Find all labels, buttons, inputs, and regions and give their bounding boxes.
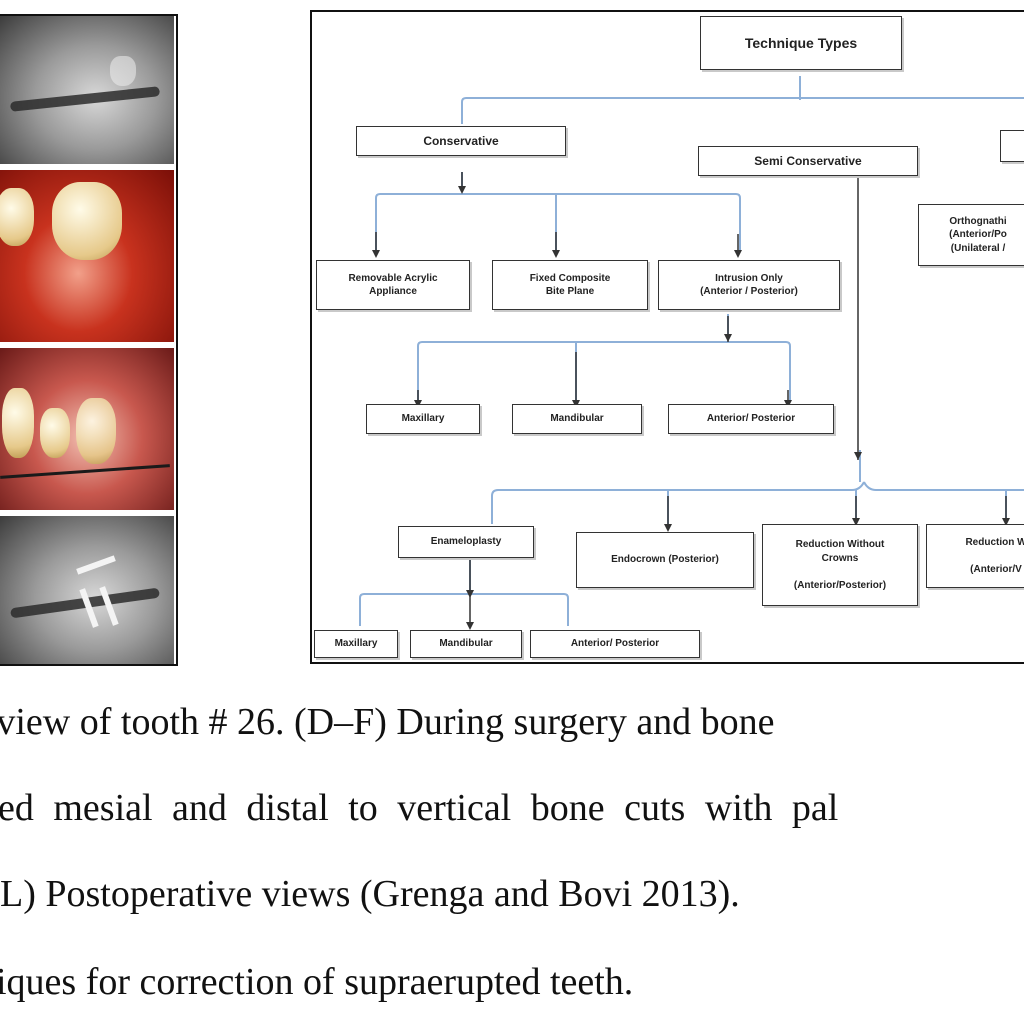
node-anterior-posterior-lower: Anterior/ Posterior: [530, 630, 700, 658]
node-reduction-without-crowns: Reduction Without Crowns (Anterior/Poste…: [762, 524, 918, 606]
fixation-plate: [99, 586, 119, 626]
node-endocrown: Endocrown (Posterior): [576, 532, 754, 588]
connector-lines: [359, 76, 1024, 630]
molar: [110, 56, 136, 86]
panoramic-radiograph-top: [0, 16, 174, 164]
premolar: [0, 188, 34, 246]
node-fixed-composite-bite-plane: Fixed Composite Bite Plane: [492, 260, 648, 310]
premolar: [2, 388, 34, 458]
caption-line-4: iques for correction of supraerupted tee…: [0, 961, 634, 1003]
caption-line-2: ed mesial and distal to vertical bone cu…: [0, 787, 839, 829]
node-intrusion-only: Intrusion Only (Anterior / Posterior): [658, 260, 840, 310]
node-conservative: Conservative: [356, 126, 566, 156]
node-surgical-partial: [1000, 130, 1024, 162]
orthodontic-wire: [0, 464, 170, 479]
caption-line-1: e view of tooth # 26. (D–F) During surge…: [0, 701, 775, 743]
molar: [76, 398, 116, 464]
node-enameloplasty: Enameloplasty: [398, 526, 534, 558]
node-semi-conservative: Semi Conservative: [698, 146, 918, 176]
node-anterior-posterior-upper: Anterior/ Posterior: [668, 404, 834, 434]
molar: [40, 408, 70, 458]
node-mandibular-lower: Mandibular: [410, 630, 522, 658]
arrowheads: [372, 186, 1010, 630]
fixation-plate: [76, 555, 116, 575]
clinical-photo-strip: [0, 14, 178, 666]
postoperative-radiograph: [0, 516, 174, 664]
node-mandibular-upper: Mandibular: [512, 404, 642, 434]
node-reduction-with-crowns-partial: Reduction W (Anterior/V: [926, 524, 1024, 588]
node-orthognathic-partial: Orthognathi (Anterior/Po (Unilateral /: [918, 204, 1024, 266]
occlusal-line: [9, 86, 161, 112]
molar-crown: [52, 182, 122, 260]
technique-types-flowchart: Technique Types Conservative Semi Conser…: [310, 10, 1024, 664]
node-maxillary-upper: Maxillary: [366, 404, 480, 434]
node-technique-types: Technique Types: [700, 16, 902, 70]
caption-line-3: L) Postoperative views (Grenga and Bovi …: [0, 873, 740, 915]
node-removable-acrylic-appliance: Removable Acrylic Appliance: [316, 260, 470, 310]
intraoral-photo: [0, 348, 174, 510]
node-maxillary-lower: Maxillary: [314, 630, 398, 658]
surgical-photo: [0, 170, 174, 342]
